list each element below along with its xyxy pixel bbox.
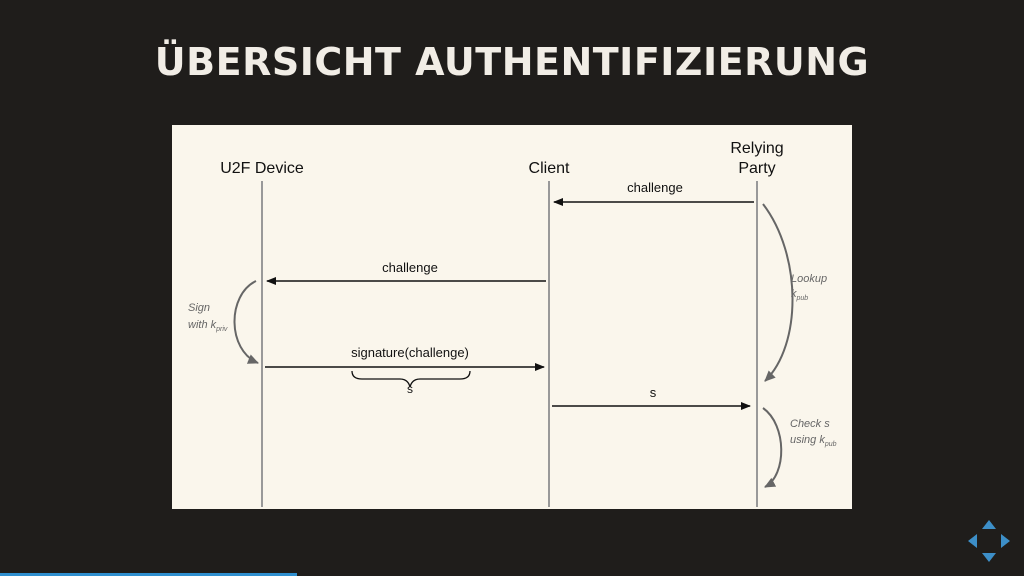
note-sign-subscript: priv bbox=[215, 326, 228, 333]
message-label-challenge-2: challenge bbox=[382, 260, 438, 275]
brace-under-signature bbox=[351, 370, 471, 388]
message-label-signature: signature(challenge) bbox=[351, 345, 469, 360]
note-lookup-line2-text: k bbox=[791, 288, 797, 300]
slide-progress-bar bbox=[0, 573, 297, 576]
self-arrow-sign bbox=[233, 280, 259, 364]
note-lookup-line2: kpub bbox=[791, 288, 808, 302]
self-arrow-check bbox=[762, 407, 783, 488]
sequence-diagram-svg: U2F Device Client Relying Party challeng… bbox=[188, 140, 837, 507]
note-lookup-subscript: pub bbox=[796, 295, 809, 302]
nav-up-icon[interactable] bbox=[982, 520, 996, 529]
nav-down-icon[interactable] bbox=[982, 553, 996, 562]
nav-left-icon[interactable] bbox=[968, 534, 977, 548]
slide-title: ÜBERSICHT AUTHENTIFIZIERUNG bbox=[154, 40, 870, 84]
note-check-line1: Check s bbox=[790, 418, 830, 430]
slide-navigation-controls[interactable] bbox=[966, 518, 1012, 564]
self-arrow-lookup bbox=[762, 203, 794, 382]
note-check-subscript: pub bbox=[824, 441, 837, 448]
brace-label-s: s bbox=[407, 382, 413, 396]
message-label-s: s bbox=[650, 385, 657, 400]
note-check-line2-text: using k bbox=[790, 434, 825, 446]
message-label-challenge-1: challenge bbox=[627, 180, 683, 195]
note-sign-line1: Sign bbox=[188, 302, 210, 314]
note-check-line2: using kpub bbox=[790, 434, 837, 448]
nav-right-icon[interactable] bbox=[1001, 534, 1010, 548]
participant-client: Client bbox=[529, 160, 570, 177]
note-sign-line2: with kpriv bbox=[188, 319, 228, 333]
participant-relying-party-line2: Party bbox=[738, 160, 775, 177]
note-sign-line2-text: with k bbox=[188, 319, 217, 331]
participant-relying-party-line1: Relying bbox=[730, 140, 783, 157]
sequence-diagram: U2F Device Client Relying Party challeng… bbox=[172, 125, 852, 509]
note-lookup-line1: Lookup bbox=[791, 273, 827, 285]
participant-u2f-device: U2F Device bbox=[220, 160, 304, 177]
